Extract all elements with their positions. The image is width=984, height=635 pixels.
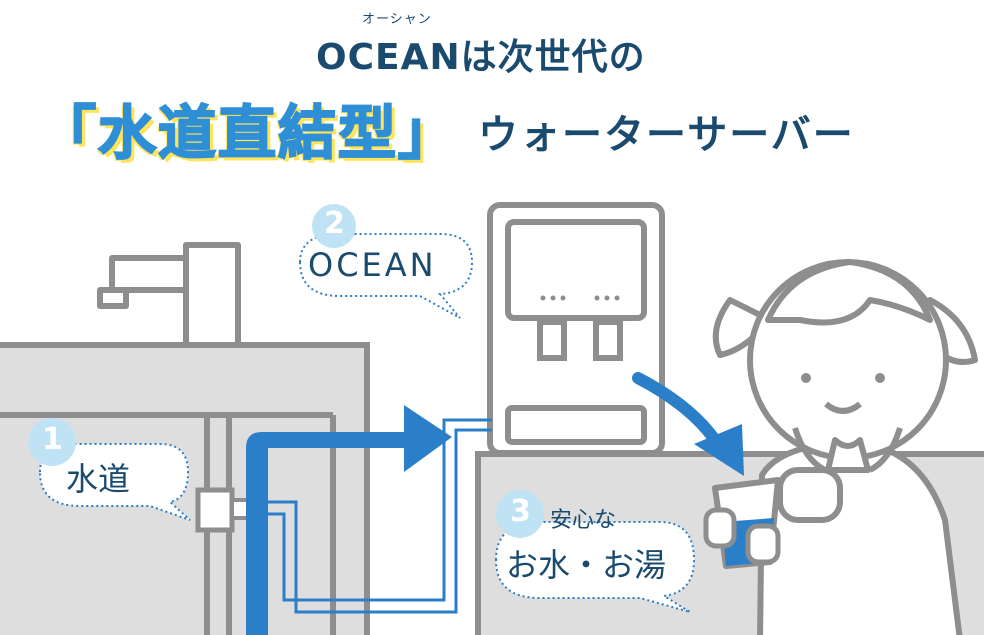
callout-bubble-2 [298,233,474,319]
title-highlight: 「水道直結型」 [37,86,459,170]
title-ruby: オーシャン [362,12,432,27]
cup-icon [703,477,781,569]
step-label-3-top: 安心な [550,508,617,533]
title-line1: OCEANは次世代の [316,37,646,78]
callout-bubble-1 [38,443,191,521]
pour-arrow-icon [632,372,744,476]
title-highlight-text: 「水道直結型」 [37,98,459,168]
title-rest: ウォーターサーバー [478,111,855,158]
faucet-icon [97,242,241,348]
water-pipe [262,418,492,614]
step-circle-1 [28,418,76,466]
girl-with-cup-icon [712,259,978,635]
step-label-2: OCEAN [308,246,437,284]
step-label-1: 水道 [66,460,131,498]
pipe-joint [195,487,235,533]
water-server-icon [487,202,665,456]
step-number-1: 1 [42,422,63,457]
flow-arrow-icon [246,405,452,635]
step-circle-2 [312,204,356,248]
step-circle-3 [496,490,544,538]
step-number-2: 2 [324,206,345,241]
step-label-3: お水・お湯 [506,546,667,584]
callout-bubble-3 [494,521,696,613]
step-number-3: 3 [510,494,531,529]
